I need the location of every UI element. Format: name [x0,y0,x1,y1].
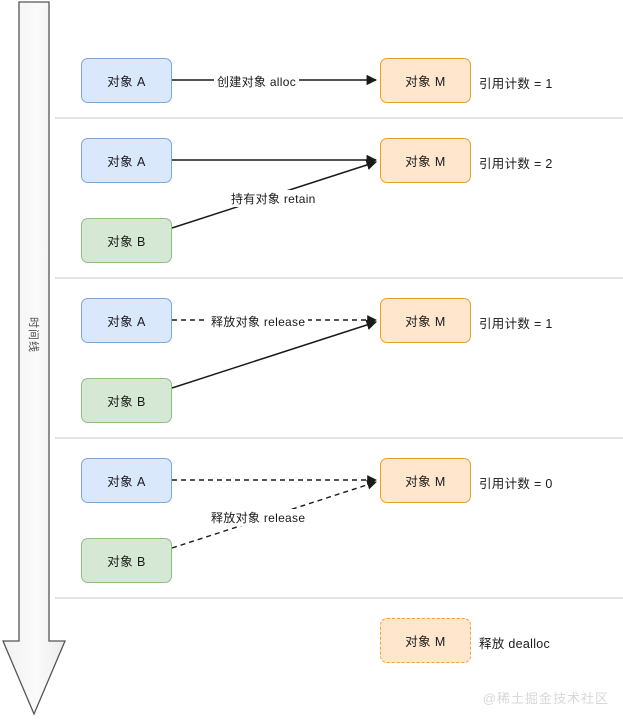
node-object-m-stage3[interactable]: 对象 M [380,298,471,343]
node-object-b-stage4[interactable]: 对象 B [81,538,172,583]
row-separator-4 [55,597,623,599]
ref-count-note-stage2: 引用计数 = 2 [479,157,553,171]
node-object-b-stage3[interactable]: 对象 B [81,378,172,423]
ref-count-note-stage3: 引用计数 = 1 [479,317,553,331]
row-separator-2 [55,277,623,279]
row-separator-1 [55,117,623,119]
edge-label-retain: 持有对象 retain [228,190,319,207]
timeline-axis-label: 时间线 [27,317,39,353]
edge-label-alloc: 创建对象 alloc [214,73,300,90]
node-object-b-stage2[interactable]: 对象 B [81,218,172,263]
row-separator-3 [55,437,623,439]
node-object-a-stage3[interactable]: 对象 A [81,298,172,343]
dealloc-note: 释放 dealloc [479,637,551,651]
edge-hold-b-to-m [171,319,377,389]
edge-label-release-a: 释放对象 release [208,313,309,330]
node-object-a-stage1[interactable]: 对象 A [81,58,172,103]
watermark-text: @稀土掘金技术社区 [482,691,609,706]
edge-label-release-b: 释放对象 release [208,509,309,526]
node-object-a-stage4[interactable]: 对象 A [81,458,172,503]
ref-count-note-stage4: 引用计数 = 0 [479,477,553,491]
node-object-m-stage1[interactable]: 对象 M [380,58,471,103]
node-object-m-stage2[interactable]: 对象 M [380,138,471,183]
node-object-m-stage4[interactable]: 对象 M [380,458,471,503]
node-object-a-stage2[interactable]: 对象 A [81,138,172,183]
ref-count-note-stage1: 引用计数 = 1 [479,77,553,91]
node-object-m-dealloc[interactable]: 对象 M [380,618,471,663]
